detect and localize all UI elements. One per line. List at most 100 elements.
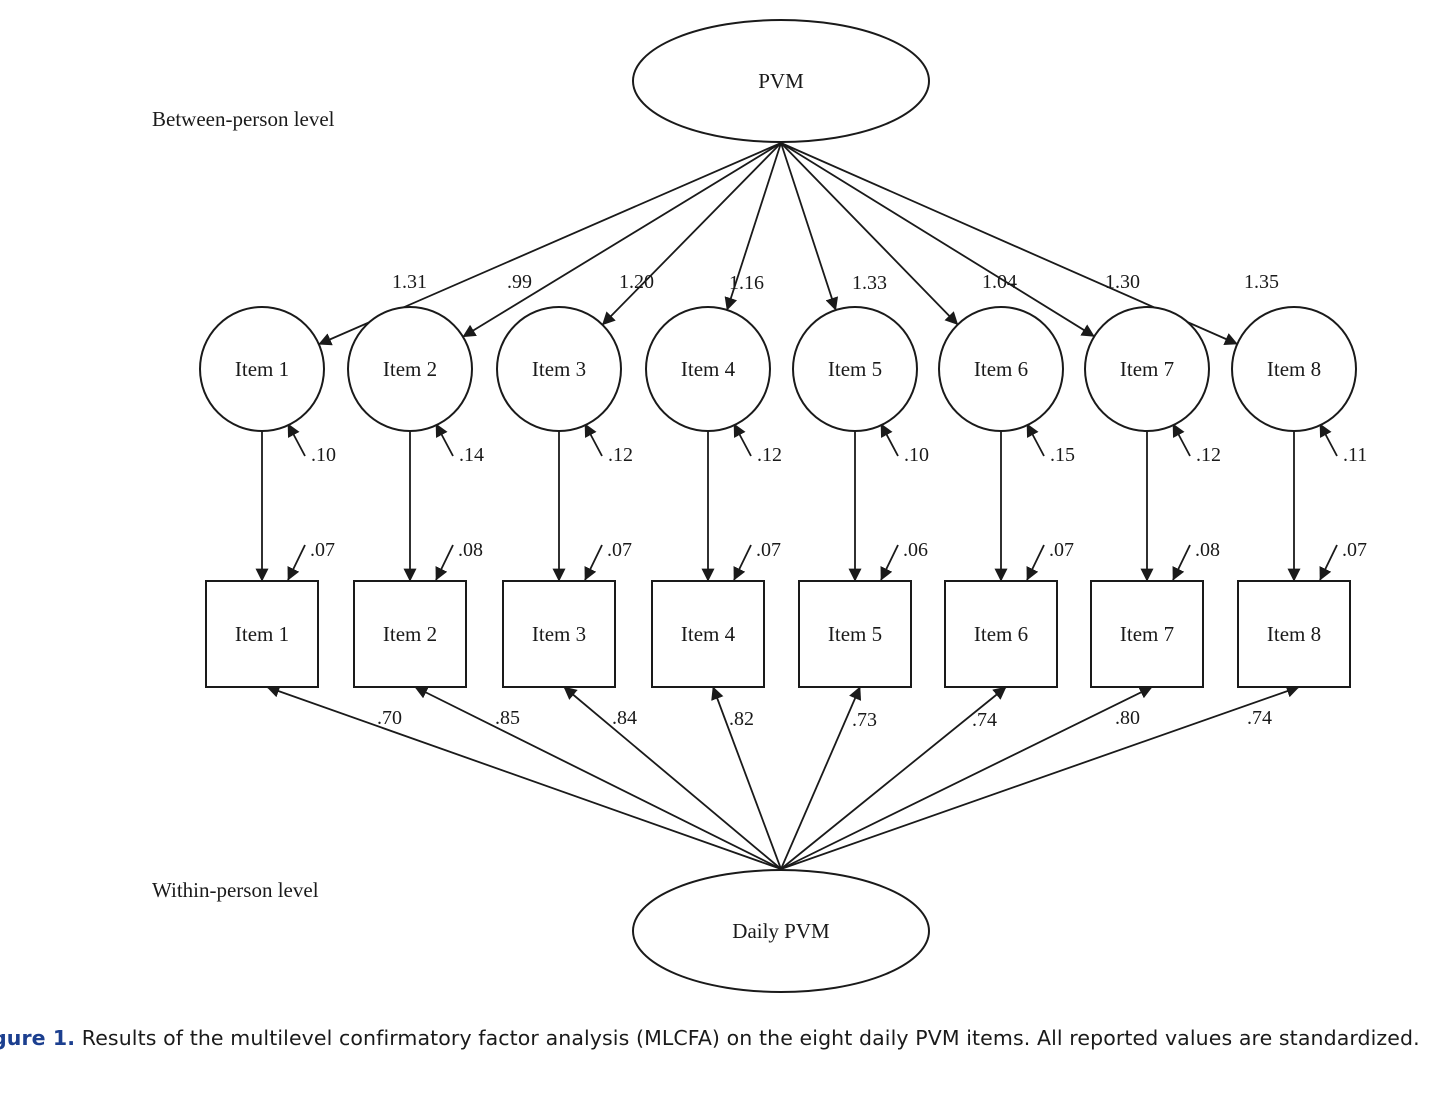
observed-item-box-7 bbox=[1090, 580, 1204, 688]
between-residual-arrow-4 bbox=[733, 423, 752, 457]
between-loading-value-2: .99 bbox=[507, 271, 532, 293]
within-loading-value-4: .82 bbox=[729, 708, 754, 730]
within-residual-arrow-5 bbox=[880, 544, 899, 581]
observed-item-box-6 bbox=[944, 580, 1058, 688]
latent-item-circle-4 bbox=[645, 306, 771, 432]
between-residual-value-1: .10 bbox=[311, 444, 336, 466]
observed-item-label-6: Item 6 bbox=[974, 622, 1028, 646]
between-loading-value-5: 1.33 bbox=[852, 272, 887, 294]
within-loading-value-5: .73 bbox=[852, 709, 877, 731]
observed-item-box-5 bbox=[798, 580, 912, 688]
between-residual-value-2: .14 bbox=[459, 444, 484, 466]
between-loading-value-3: 1.20 bbox=[619, 271, 654, 293]
between-residual-arrow-2 bbox=[435, 423, 454, 457]
observed-item-label-2: Item 2 bbox=[383, 622, 437, 646]
within-residual-value-7: .08 bbox=[1195, 539, 1220, 561]
within-residual-arrow-1 bbox=[287, 544, 306, 581]
within-residual-arrow-7 bbox=[1172, 544, 1191, 581]
within-loading-arrow-4 bbox=[711, 686, 782, 870]
observed-item-label-8: Item 8 bbox=[1267, 622, 1321, 646]
latent-item-circle-5 bbox=[792, 306, 918, 432]
coefficient-labels: .10.071.31.70.14.08.99.85.12.071.20.84.1… bbox=[310, 271, 1367, 731]
latent-item-label-5: Item 5 bbox=[828, 357, 882, 381]
latent-item-circle-6 bbox=[938, 306, 1064, 432]
within-loading-arrow-7 bbox=[780, 686, 1153, 870]
between-residual-value-7: .12 bbox=[1196, 444, 1221, 466]
between-loading-value-1: 1.31 bbox=[392, 271, 427, 293]
latent-item-label-6: Item 6 bbox=[974, 357, 1028, 381]
latent-item-label-1: Item 1 bbox=[235, 357, 289, 381]
between-residual-arrow-8 bbox=[1319, 423, 1338, 457]
between-residual-arrow-6 bbox=[1026, 423, 1045, 457]
within-residual-arrow-6 bbox=[1026, 544, 1045, 581]
within-residual-value-6: .07 bbox=[1049, 539, 1074, 561]
between-loading-arrow-4 bbox=[724, 142, 782, 311]
between-residual-value-8: .11 bbox=[1343, 444, 1367, 466]
observed-item-label-4: Item 4 bbox=[681, 622, 736, 646]
observed-item-label-7: Item 7 bbox=[1120, 622, 1174, 646]
within-residual-arrow-2 bbox=[435, 544, 454, 581]
observed-item-box-3 bbox=[502, 580, 616, 688]
latent-item-label-3: Item 3 bbox=[532, 357, 586, 381]
within-residual-arrow-8 bbox=[1319, 544, 1338, 581]
within-loading-value-2: .85 bbox=[495, 707, 520, 729]
between-loading-arrow-6 bbox=[780, 142, 959, 326]
between-residual-value-3: .12 bbox=[608, 444, 633, 466]
within-loading-arrow-2 bbox=[414, 686, 782, 870]
latent-item-circle-8 bbox=[1231, 306, 1357, 432]
between-residual-value-5: .10 bbox=[904, 444, 929, 466]
between-level-label: Between-person level bbox=[152, 107, 335, 131]
between-loading-arrow-2 bbox=[462, 142, 782, 338]
item-nodes: Item 1 Item 1 Item 2 Item 2 Item 3 Item 3 Item… bbox=[199, 306, 1357, 688]
between-loading-arrow-3 bbox=[601, 142, 782, 326]
between-factor-ellipse bbox=[632, 19, 930, 143]
between-residual-value-6: .15 bbox=[1050, 444, 1075, 466]
within-residual-value-3: .07 bbox=[607, 539, 632, 561]
between-residual-value-4: .12 bbox=[757, 444, 782, 466]
latent-item-label-2: Item 2 bbox=[383, 357, 437, 381]
within-residual-value-4: .07 bbox=[756, 539, 781, 561]
within-factor-label: Daily PVM bbox=[732, 919, 830, 943]
latent-item-circle-1 bbox=[199, 306, 325, 432]
within-loading-value-8: .74 bbox=[1247, 707, 1272, 729]
between-residual-arrow-7 bbox=[1172, 423, 1191, 457]
caption-text: Results of the multilevel confirmatory f… bbox=[75, 1026, 1420, 1050]
between-residual-arrow-5 bbox=[880, 423, 899, 457]
between-residual-arrow-1 bbox=[287, 423, 306, 457]
between-loading-value-8: 1.35 bbox=[1244, 271, 1279, 293]
within-loading-value-6: .74 bbox=[972, 709, 997, 731]
latent-item-circle-7 bbox=[1084, 306, 1210, 432]
between-factor-label: PVM bbox=[758, 69, 804, 93]
within-loading-arrow-8 bbox=[780, 684, 1300, 870]
observed-item-label-5: Item 5 bbox=[828, 622, 882, 646]
within-level-label: Within-person level bbox=[152, 878, 319, 902]
between-loading-arrow-5 bbox=[780, 142, 839, 311]
observed-item-label-3: Item 3 bbox=[532, 622, 586, 646]
within-loading-value-1: .70 bbox=[377, 707, 402, 729]
figure-caption: gure 1. Results of the multilevel confir… bbox=[0, 1026, 1420, 1050]
path-arrows bbox=[255, 142, 1338, 870]
within-loading-arrow-1 bbox=[266, 684, 782, 870]
within-residual-arrow-4 bbox=[733, 544, 752, 581]
observed-item-box-1 bbox=[205, 580, 319, 688]
within-loading-arrow-3 bbox=[563, 686, 782, 870]
within-loading-value-7: .80 bbox=[1115, 707, 1140, 729]
within-residual-value-8: .07 bbox=[1342, 539, 1367, 561]
within-loading-arrow-6 bbox=[780, 686, 1007, 870]
within-residual-arrow-3 bbox=[584, 544, 603, 581]
within-loading-arrow-5 bbox=[780, 686, 862, 870]
observed-item-label-1: Item 1 bbox=[235, 622, 289, 646]
within-residual-value-5: .06 bbox=[903, 539, 928, 561]
within-residual-value-1: .07 bbox=[310, 539, 335, 561]
observed-item-box-8 bbox=[1237, 580, 1351, 688]
latent-item-label-8: Item 8 bbox=[1267, 357, 1321, 381]
latent-item-circle-2 bbox=[347, 306, 473, 432]
between-loading-value-4: 1.16 bbox=[729, 272, 764, 294]
latent-item-label-7: Item 7 bbox=[1120, 357, 1174, 381]
between-residual-arrow-3 bbox=[584, 423, 603, 457]
observed-item-box-4 bbox=[651, 580, 765, 688]
within-residual-value-2: .08 bbox=[458, 539, 483, 561]
observed-item-box-2 bbox=[353, 580, 467, 688]
latent-item-circle-3 bbox=[496, 306, 622, 432]
